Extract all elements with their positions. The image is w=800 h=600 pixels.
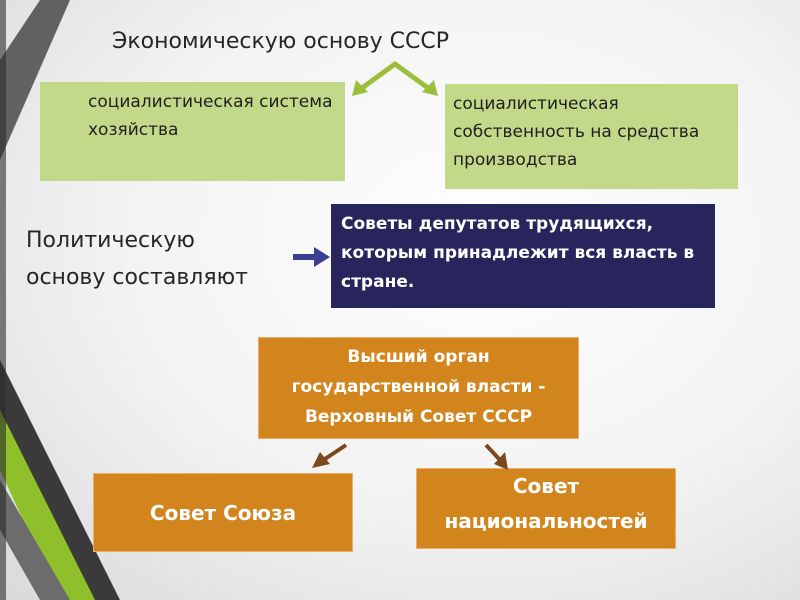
council-of-nationalities-box: Совет национальностей xyxy=(416,468,676,549)
economic-heading: Экономическую основу СССР составляют xyxy=(112,29,450,78)
supreme-council-box: Высший орган государственной власти - Ве… xyxy=(258,337,579,439)
council-of-union-label: Совет Союза xyxy=(149,500,297,525)
council-of-union-box: Совет Союза xyxy=(93,473,353,552)
economic-box-property: социалистическая собственность на средст… xyxy=(445,84,738,189)
soviets-box: Советы депутатов трудящихся, которым при… xyxy=(331,204,715,308)
economic-box-system: социалистическая система хозяйства xyxy=(40,82,345,181)
political-heading: Политическую основу составляют xyxy=(26,228,248,290)
